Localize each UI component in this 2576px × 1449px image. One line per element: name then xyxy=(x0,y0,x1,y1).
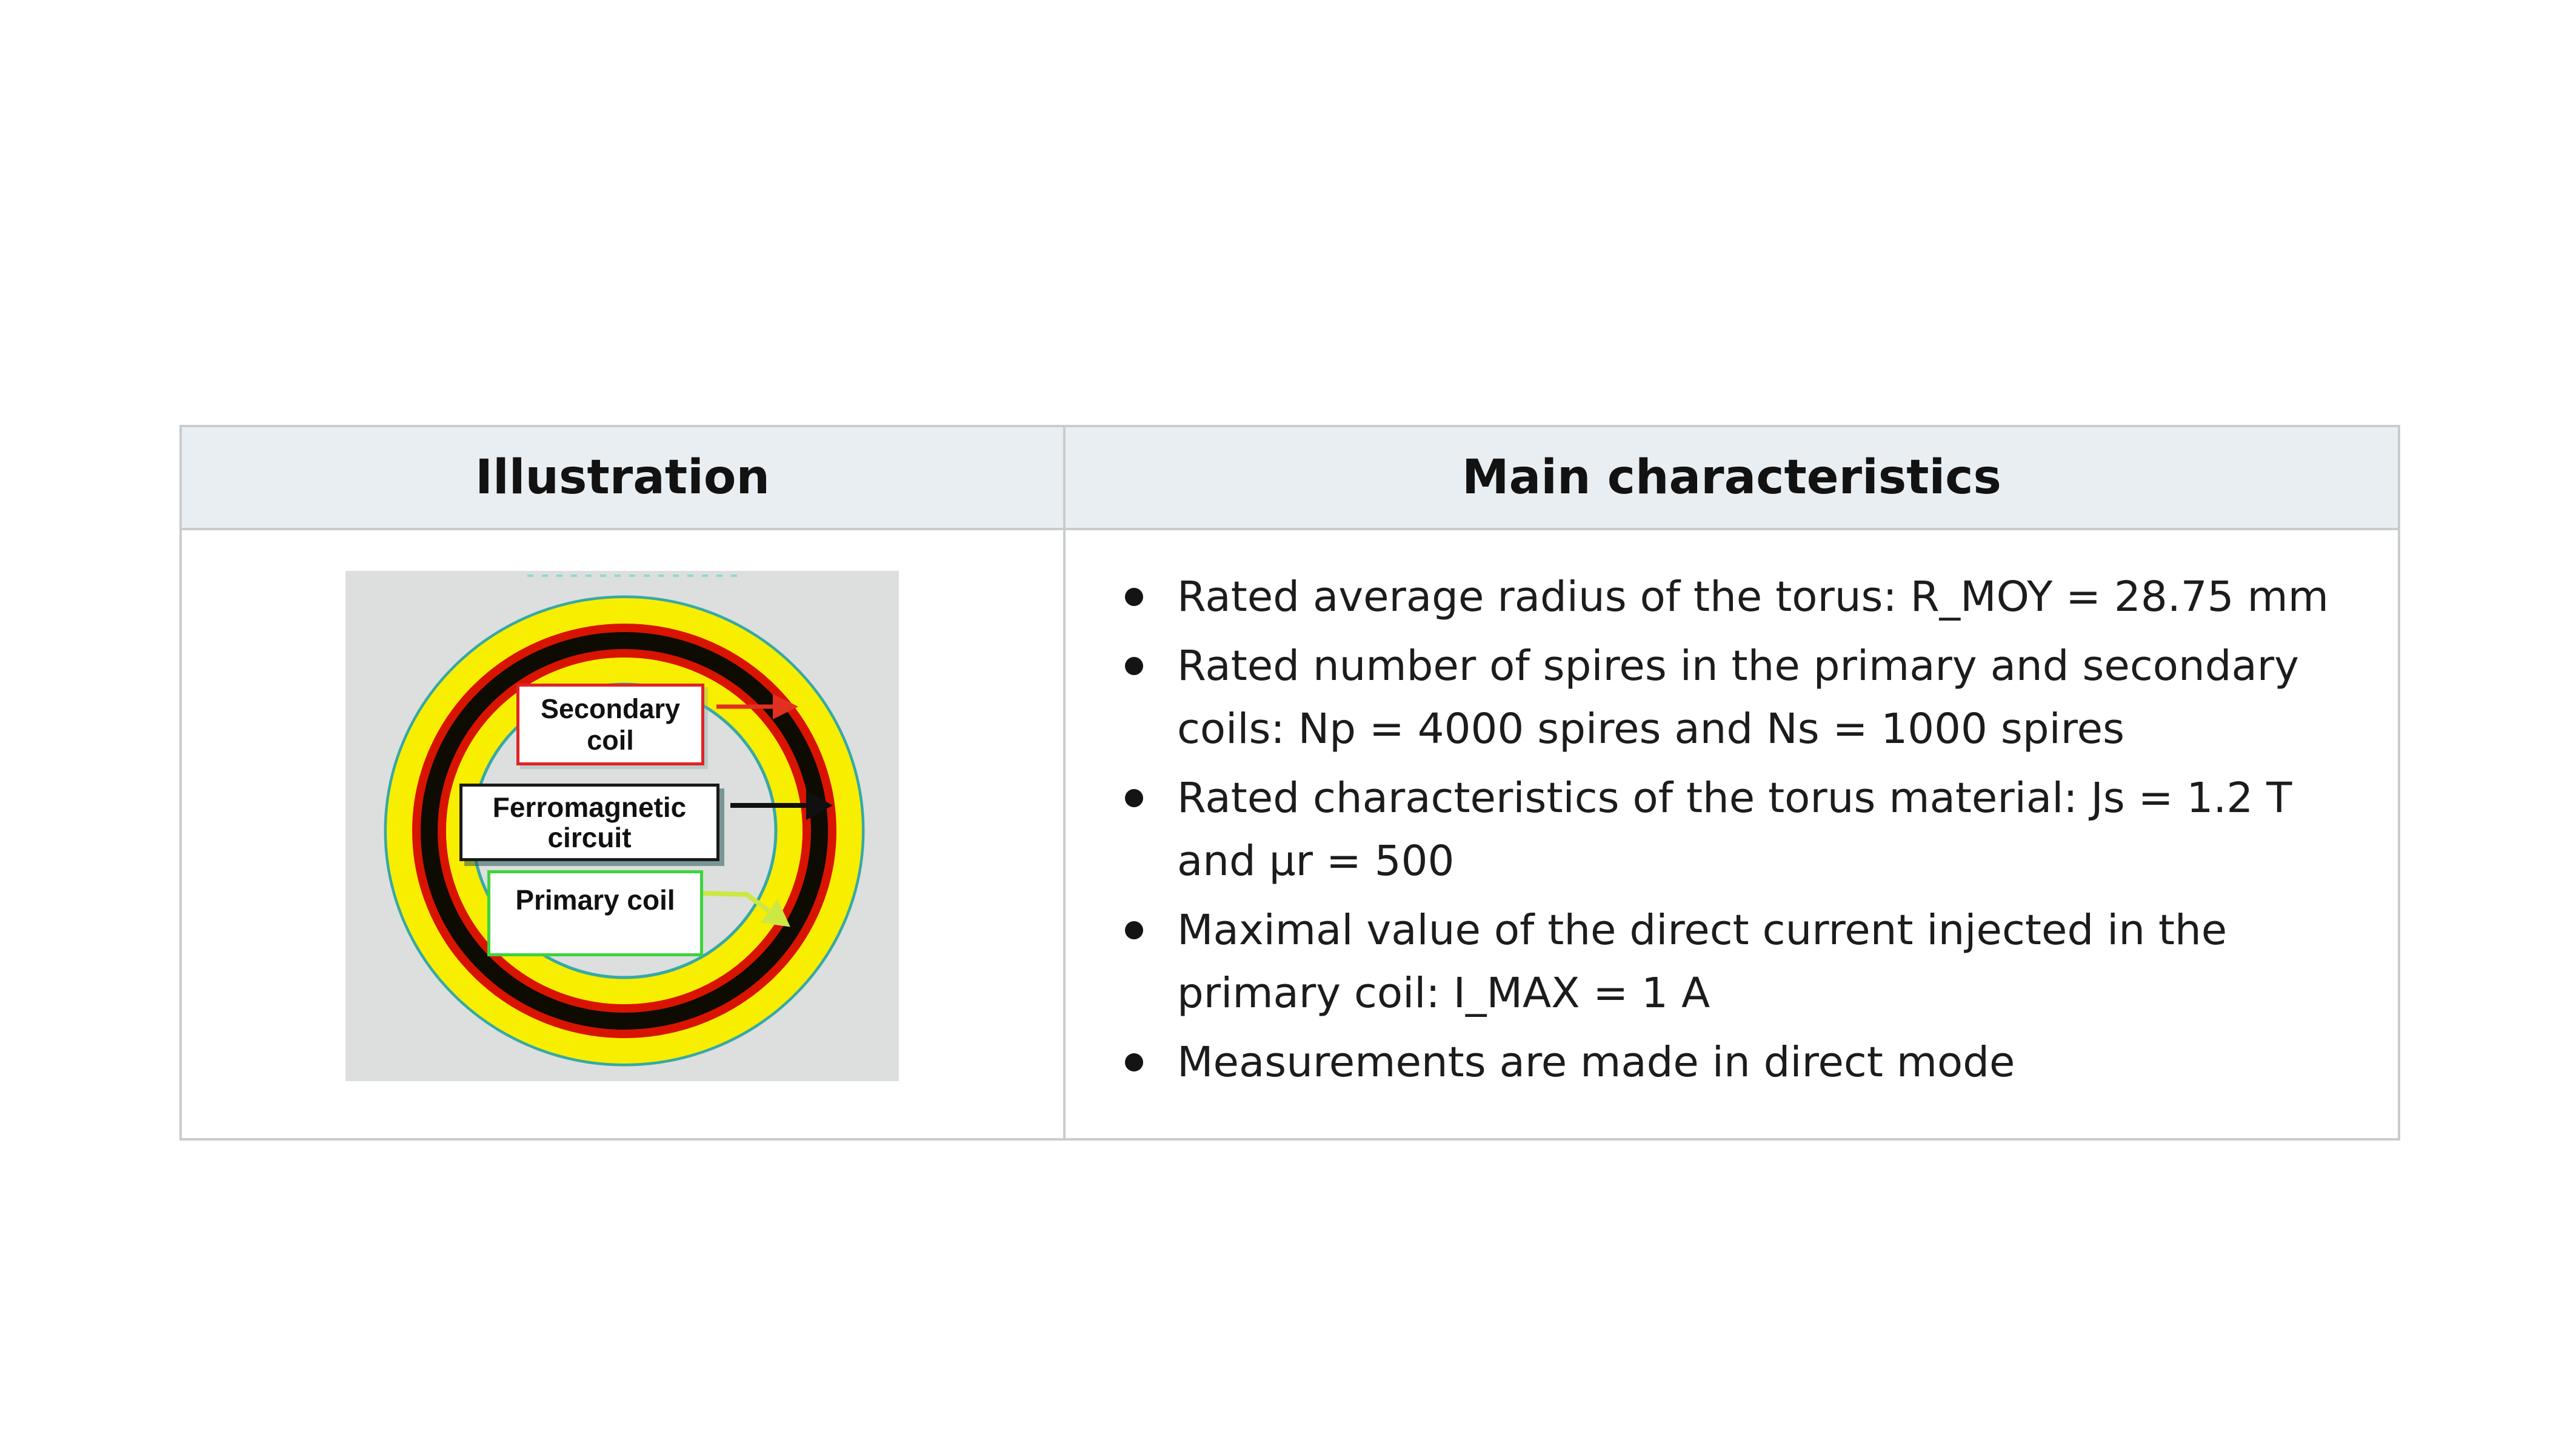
ferromagnetic-circuit-label: Ferromagnetic circuit xyxy=(459,784,719,861)
header-cell-illustration: Illustration xyxy=(182,427,1066,528)
list-item-text: Rated characteristics of the torus mater… xyxy=(1177,774,2292,885)
header-cell-main-characteristics: Main characteristics xyxy=(1066,427,2398,528)
table-body-row: Secondary coil Ferromagnetic circuit Pri… xyxy=(182,530,2398,1138)
list-item: Rated average radius of the torus: R_MOY… xyxy=(1125,565,2374,628)
bullet-icon xyxy=(1125,657,1143,675)
primary-coil-label: Primary coil xyxy=(487,870,703,956)
list-item: Measurements are made in direct mode xyxy=(1125,1031,2374,1094)
header-label-illustration: Illustration xyxy=(475,450,770,505)
torus-ring-icon xyxy=(384,595,865,1067)
torus-diagram-svg xyxy=(384,575,865,1067)
secondary-coil-label: Secondary coil xyxy=(516,684,704,765)
characteristics-list: Rated average radius of the torus: R_MOY… xyxy=(1125,565,2374,1094)
bullet-icon xyxy=(1125,588,1143,606)
list-item-text: Measurements are made in direct mode xyxy=(1177,1038,2015,1087)
bullet-icon xyxy=(1125,789,1143,807)
header-label-main-characteristics: Main characteristics xyxy=(1462,450,2001,505)
illustration-cell: Secondary coil Ferromagnetic circuit Pri… xyxy=(182,530,1066,1138)
list-item-text: Rated average radius of the torus: R_MOY… xyxy=(1177,573,2329,621)
list-item: Maximal value of the direct current inje… xyxy=(1125,899,2374,1025)
bullet-icon xyxy=(1125,1053,1143,1071)
torus-illustration: Secondary coil Ferromagnetic circuit Pri… xyxy=(345,571,899,1081)
main-characteristics-cell: Rated average radius of the torus: R_MOY… xyxy=(1066,530,2398,1138)
list-item-text: Maximal value of the direct current inje… xyxy=(1177,906,2227,1018)
list-item: Rated number of spires in the primary an… xyxy=(1125,635,2374,761)
bullet-icon xyxy=(1125,921,1143,939)
primary-coil-arrow-icon xyxy=(702,891,790,927)
list-item-text: Rated number of spires in the primary an… xyxy=(1177,642,2300,753)
characteristics-table: Illustration Main characteristics xyxy=(179,425,2400,1141)
list-item: Rated characteristics of the torus mater… xyxy=(1125,767,2374,893)
table-header-row: Illustration Main characteristics xyxy=(182,427,2398,530)
